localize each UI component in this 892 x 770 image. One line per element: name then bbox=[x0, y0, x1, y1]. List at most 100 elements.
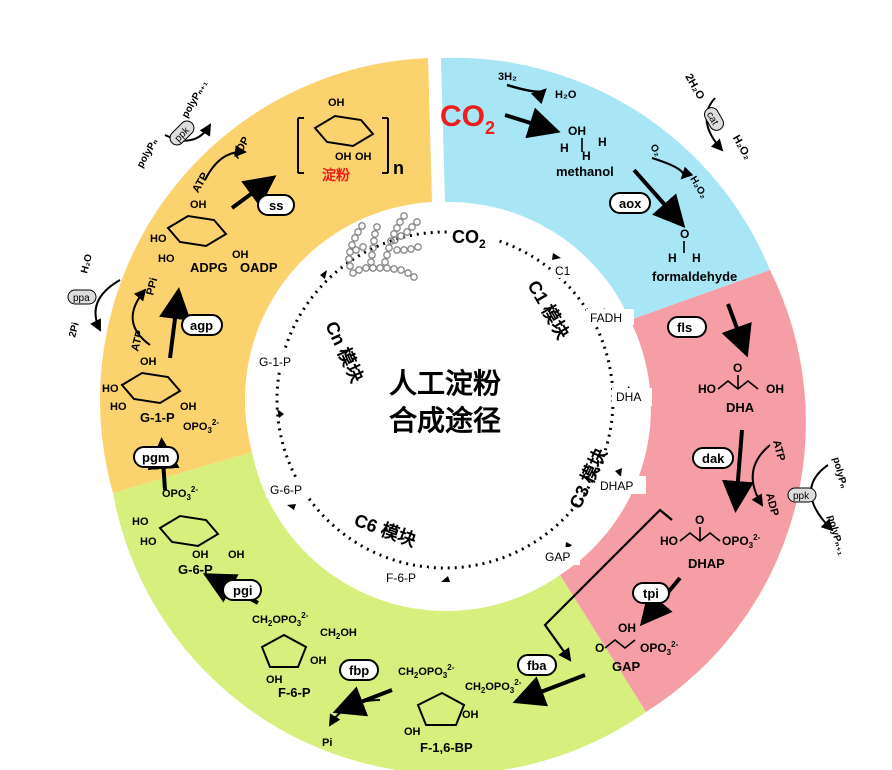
svg-text:OH: OH bbox=[355, 151, 372, 163]
svg-text:fbp: fbp bbox=[349, 663, 369, 678]
svg-text:PPi: PPi bbox=[144, 276, 160, 296]
module-c1: C1 模块 bbox=[524, 277, 575, 344]
svg-text:ppk: ppk bbox=[793, 491, 810, 502]
gap-outer: GAP bbox=[612, 659, 641, 674]
enzyme-pgi[interactable]: pgi bbox=[222, 579, 262, 601]
svg-text:HO: HO bbox=[660, 534, 678, 548]
svg-text:fba: fba bbox=[527, 658, 547, 673]
svg-text:H: H bbox=[692, 251, 701, 265]
two-h2o-label: 2H₂O bbox=[682, 72, 706, 102]
methanol-label: methanol bbox=[556, 164, 614, 179]
svg-text:CH2OPO32-: CH2OPO32- bbox=[398, 663, 455, 680]
svg-text:agp: agp bbox=[190, 318, 213, 333]
o2-label: O₂ bbox=[647, 143, 663, 159]
svg-text:H: H bbox=[560, 141, 569, 155]
svg-text:OH: OH bbox=[180, 401, 197, 413]
oadp-label: OADP bbox=[240, 260, 278, 275]
svg-text:CH2OPO32-: CH2OPO32- bbox=[252, 611, 309, 628]
svg-text:OH: OH bbox=[404, 726, 421, 738]
enzyme-pgm[interactable]: pgm bbox=[133, 446, 179, 468]
enzyme-fba[interactable]: fba bbox=[517, 654, 557, 676]
enzyme-fbp[interactable]: fbp bbox=[339, 659, 379, 681]
cn-sector bbox=[100, 58, 432, 493]
inner-dhap: DHAP bbox=[600, 479, 633, 493]
svg-text:fls: fls bbox=[677, 320, 692, 335]
svg-text:H: H bbox=[598, 135, 607, 149]
center-title-line2: 合成途径 bbox=[389, 404, 501, 436]
svg-text:OH: OH bbox=[328, 97, 345, 109]
svg-text:HO: HO bbox=[132, 516, 149, 528]
svg-text:O: O bbox=[733, 361, 742, 375]
svg-text:aox: aox bbox=[619, 196, 642, 211]
f16bp-label: F-1,6-BP bbox=[420, 740, 473, 755]
svg-text:tpi: tpi bbox=[643, 586, 659, 601]
svg-text:HO: HO bbox=[102, 383, 119, 395]
h2o-label: H₂O bbox=[555, 89, 577, 101]
starch-n: n bbox=[393, 158, 404, 178]
starch-label: 淀粉 bbox=[322, 167, 350, 184]
svg-text:polyPₙ₊₁: polyPₙ₊₁ bbox=[825, 514, 846, 557]
svg-text:HO: HO bbox=[110, 401, 127, 413]
svg-text:2Pi: 2Pi bbox=[67, 321, 82, 339]
enzyme-ppa: ppa bbox=[67, 289, 97, 305]
svg-text:dak: dak bbox=[702, 451, 725, 466]
pi-label: Pi bbox=[322, 737, 332, 749]
enzyme-ss[interactable]: ss bbox=[257, 194, 295, 216]
svg-text:pgm: pgm bbox=[142, 450, 169, 465]
cn-outer-content: pgm OH HO HO OH OPO32- G-1-P agp ATP PPi… bbox=[67, 79, 404, 491]
svg-text:OH: OH bbox=[266, 674, 283, 686]
inner-dotted-cycle bbox=[275, 230, 615, 570]
svg-text:HO: HO bbox=[698, 382, 716, 396]
ring-sectors bbox=[100, 57, 806, 770]
svg-text:OH: OH bbox=[192, 549, 209, 561]
svg-text:HO: HO bbox=[150, 233, 167, 245]
dhap-outer: DHAP bbox=[688, 556, 725, 571]
svg-text:OH: OH bbox=[310, 655, 327, 667]
adpg-label: ADPG bbox=[190, 260, 228, 275]
g1p-outer: G-1-P bbox=[140, 410, 175, 425]
svg-text:OH: OH bbox=[140, 356, 157, 368]
svg-text:O: O bbox=[695, 513, 704, 527]
svg-text:H₂O: H₂O bbox=[79, 253, 95, 275]
svg-text:CH2OPO32-: CH2OPO32- bbox=[465, 678, 522, 695]
c1-sector bbox=[441, 57, 770, 320]
enzyme-ppk1: ppk bbox=[787, 487, 817, 503]
formaldehyde-label: formaldehyde bbox=[652, 269, 737, 284]
center-title-line1: 人工淀粉 bbox=[389, 367, 501, 399]
inner-co2: CO2 bbox=[452, 227, 486, 251]
inner-fadh: FADH bbox=[590, 311, 622, 325]
svg-text:OH: OH bbox=[568, 124, 586, 138]
svg-text:H: H bbox=[582, 149, 591, 163]
starch-branch-icon bbox=[345, 212, 422, 281]
co2-big: CO2 bbox=[440, 100, 495, 138]
svg-text:ss: ss bbox=[269, 198, 283, 213]
enzyme-dak[interactable]: dak bbox=[692, 447, 734, 469]
c6-outer-content: fba CH2OPO32- CH2OPO32- OH OH F-1,6-BP f… bbox=[132, 485, 586, 755]
svg-text:ppa: ppa bbox=[73, 293, 90, 304]
inner-dha: DHA bbox=[616, 390, 641, 404]
enzyme-tpi[interactable]: tpi bbox=[632, 582, 670, 604]
enzyme-cat: cat bbox=[704, 107, 724, 131]
svg-text:polyPₙ: polyPₙ bbox=[135, 137, 161, 170]
svg-text:CH2OH: CH2OH bbox=[320, 627, 357, 641]
inner-g6p: G-6-P bbox=[270, 483, 302, 497]
svg-text:ATP: ATP bbox=[129, 329, 146, 353]
svg-text:OH: OH bbox=[766, 382, 784, 396]
dha-outer: DHA bbox=[726, 400, 755, 415]
svg-text:H: H bbox=[668, 251, 677, 265]
enzyme-agp[interactable]: agp bbox=[181, 314, 223, 336]
c6-sector bbox=[113, 452, 646, 770]
c3-sector bbox=[560, 270, 806, 712]
g6p-outer: G-6-P bbox=[178, 562, 213, 577]
svg-text:OH: OH bbox=[228, 549, 245, 561]
svg-text:OH: OH bbox=[462, 709, 479, 721]
three-h2-label: 3H₂ bbox=[498, 71, 517, 83]
enzyme-aox[interactable]: aox bbox=[609, 192, 651, 214]
svg-text:ATP: ATP bbox=[770, 439, 787, 463]
svg-text:polyPₙ: polyPₙ bbox=[830, 456, 849, 490]
inner-g1p: G-1-P bbox=[259, 355, 291, 369]
enzyme-fls[interactable]: fls bbox=[667, 316, 707, 338]
inner-f6p: F-6-P bbox=[386, 571, 416, 585]
inner-c1: C1 bbox=[555, 264, 571, 278]
